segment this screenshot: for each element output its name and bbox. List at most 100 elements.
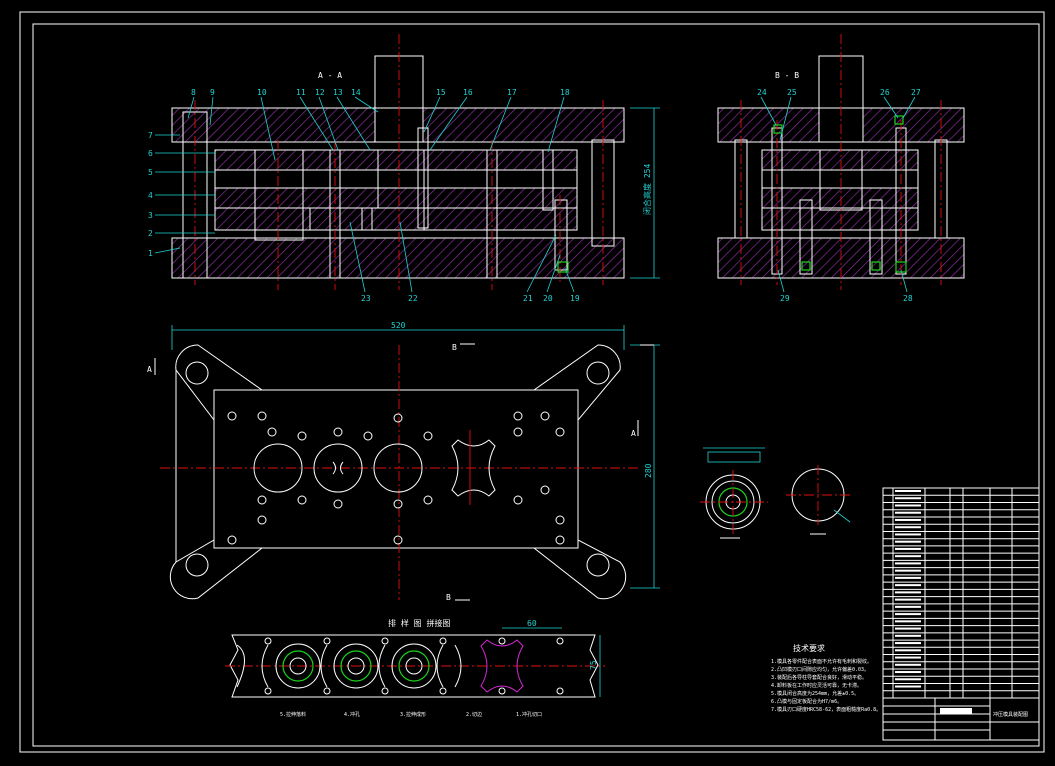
strip-pitch-dim: 60: [527, 619, 537, 628]
part-label: 1: [148, 249, 153, 258]
strip-step: 4.冲孔: [344, 711, 360, 718]
punch-holder: [214, 169, 578, 189]
tech-note: 3.装配后各导柱导套配合良好，滑动平稳。: [771, 674, 867, 681]
tech-note: 2.凸凹模刃口间隙应均匀，允许偏差0.03。: [771, 666, 869, 673]
bom-row-text: [895, 678, 921, 681]
bom-row-text: [895, 490, 921, 492]
aa-labels-left: 7 6 5 4 3 2 1: [148, 131, 215, 258]
part-label: 9: [210, 88, 215, 97]
bom-row-text: [895, 591, 921, 594]
view-bb: B - B 24 25 26 27 29 28: [717, 34, 965, 303]
bom-row-text: [895, 504, 921, 507]
strip-title: 排 样 图 拼接图: [388, 618, 450, 628]
part-label: 14: [351, 88, 361, 97]
part-label: 10: [257, 88, 267, 97]
strip-step: 1.冲孔切口: [516, 711, 542, 718]
part-label: 26: [880, 88, 890, 97]
part-label: 19: [570, 294, 580, 303]
part-label: 28: [903, 294, 913, 303]
strip-layout: 排 样 图 拼接图 60 75 5.拉伸落料 4.冲孔 3.拉伸成形: [225, 618, 605, 718]
part-label: 22: [408, 294, 418, 303]
width-dim: 520: [391, 321, 406, 330]
part-label: 6: [148, 149, 153, 158]
bom-row-text: [895, 547, 921, 550]
plan-view: 520 280: [147, 321, 660, 602]
tech-note: 1.模具各零件配合表面不允许有毛刺和裂纹。: [771, 658, 872, 665]
section-mark: B: [452, 343, 457, 352]
part-label: 18: [560, 88, 570, 97]
part-label: 17: [507, 88, 517, 97]
part-label: 23: [361, 294, 371, 303]
blank-punch: [254, 149, 304, 241]
bom-row-text: [895, 613, 921, 616]
bom-row-text: [895, 620, 921, 623]
bom-row-text: [895, 685, 921, 688]
part-label: 8: [191, 88, 196, 97]
strip-step: 2.切边: [466, 711, 482, 718]
section-mark: B: [446, 593, 451, 602]
part-label: 24: [757, 88, 767, 97]
tech-note: 6.凸模与固定板配合为H7/m6。: [771, 698, 842, 705]
view-aa: A - A: [171, 34, 660, 290]
part-label: 27: [911, 88, 921, 97]
part-label: 29: [780, 294, 790, 303]
section-mark: A: [631, 429, 636, 438]
aa-labels-bottom: 23 22 21 20 19: [349, 221, 580, 303]
strip-stations: [236, 637, 564, 695]
bom-row-text: [895, 562, 921, 565]
part-label: 7: [148, 131, 153, 140]
strip-step: 5.拉伸落料: [280, 711, 306, 718]
part-label: 11: [296, 88, 306, 97]
view-bb-title: B - B: [775, 71, 799, 80]
strip-width-dim: 75: [589, 660, 598, 670]
tech-title: 技术要求: [793, 643, 825, 653]
bom-row-text: [895, 642, 921, 645]
bom-row-text: [895, 533, 921, 536]
tech-notes: 技术要求 1.模具各零件配合表面不允许有毛刺和裂纹。 2.凸凹模刃口间隙应均匀，…: [771, 643, 881, 713]
bom-row-text: [895, 518, 921, 521]
bom-row-text: [895, 627, 921, 630]
bom-row-text: [895, 569, 921, 572]
height-dim: 280: [644, 463, 653, 478]
part-label: 21: [523, 294, 533, 303]
part-label: 15: [436, 88, 446, 97]
tech-note: 7.模具刃口硬度HRC58-62，表面粗糙度Ra0.8。: [771, 706, 881, 713]
bom-row-text: [895, 671, 921, 674]
backing-plate: [214, 149, 578, 171]
tech-note: 5.模具闭合高度为254mm，允差±0.5。: [771, 690, 859, 697]
bom-row-text: [895, 656, 921, 659]
part-label: 2: [148, 229, 153, 238]
part-label: 4: [148, 191, 153, 200]
strip-step: 3.拉伸成形: [400, 711, 426, 718]
part-label: 3: [148, 211, 153, 220]
lower-die-plate: [171, 237, 625, 279]
shank: [374, 55, 424, 109]
part-label: 5: [148, 168, 153, 177]
tech-note: 4.卸料板在工作时应灵活可靠，无卡滞。: [771, 682, 862, 689]
bom-row-text: [895, 598, 921, 601]
inner-frame: [32, 23, 1040, 747]
part-label: 20: [543, 294, 553, 303]
bom-row-text: [895, 584, 921, 587]
section-mark: A: [147, 365, 152, 374]
bom-row-text: [895, 511, 921, 514]
stripper-plate: [214, 187, 578, 209]
part-label: 13: [333, 88, 343, 97]
part-detail: [700, 447, 851, 539]
bom-row-text: [895, 576, 921, 579]
bom-row-text: [895, 634, 921, 637]
outer-frame: [19, 11, 1045, 753]
bom-row-text: [895, 540, 921, 543]
bom-row-text: [895, 649, 921, 652]
part-label: 25: [787, 88, 797, 97]
bom-row-text: [895, 497, 921, 500]
aa-labels-top: 8 9 10 11 12 13 14 15 16 17 18: [187, 88, 570, 161]
spring-pin: [554, 199, 568, 271]
part-label: 12: [315, 88, 325, 97]
bom-row-text: [895, 663, 921, 666]
part-label: 16: [463, 88, 473, 97]
plan-small-holes: [227, 411, 565, 545]
bom-row-text: [895, 526, 921, 529]
